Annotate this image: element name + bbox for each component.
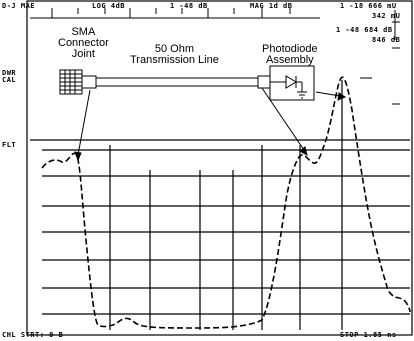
readout-right-2: 342 mU — [372, 12, 401, 20]
readout-top-left: D-J MAE — [2, 2, 36, 10]
photodiode-label: Photodiode Assembly — [262, 44, 318, 66]
readout-right-3: 1 -48 684 dB — [336, 26, 393, 34]
sma-label-line-1: SMA — [71, 26, 96, 38]
display-frame — [26, 0, 413, 336]
top-tick-marks — [30, 8, 320, 19]
tdr-trace — [41, 76, 411, 329]
pd-label-line-2: Assembly — [265, 54, 314, 66]
readout-left-mid: DWR CAL — [2, 69, 17, 84]
readout-left-flt: FLT — [2, 141, 17, 149]
readout-mag: MAG 1d dB — [250, 2, 293, 10]
readout-bottom-right: STOP 1.85 ns — [340, 331, 397, 339]
readout-right-4: 846 dB — [372, 36, 401, 44]
readout-bottom-left: CHL STRT: 0 B — [2, 331, 64, 339]
transmission-line-label: 50 Ohm Transmission Line — [130, 44, 219, 66]
callout-arrows — [74, 87, 347, 162]
right-tick-marks — [360, 10, 400, 105]
readout-log-scale: LOG 4dB — [92, 2, 126, 10]
graticule-grid — [30, 80, 410, 330]
sma-label-line-3: Joint — [71, 48, 95, 60]
tl-label-line-1: 50 Ohm — [154, 43, 194, 55]
tl-label-line-2: Transmission Line — [130, 54, 219, 66]
transmission-line-drawing — [59, 65, 315, 101]
pd-label-line-1: Photodiode — [262, 43, 318, 55]
sma-connector-label: SMA Connector Joint — [58, 27, 109, 60]
readout-right-1: 1 -18 666 mU — [340, 2, 397, 10]
readout-reference: 1 -48 dB — [170, 2, 208, 10]
sma-label-line-2: Connector — [58, 37, 109, 49]
